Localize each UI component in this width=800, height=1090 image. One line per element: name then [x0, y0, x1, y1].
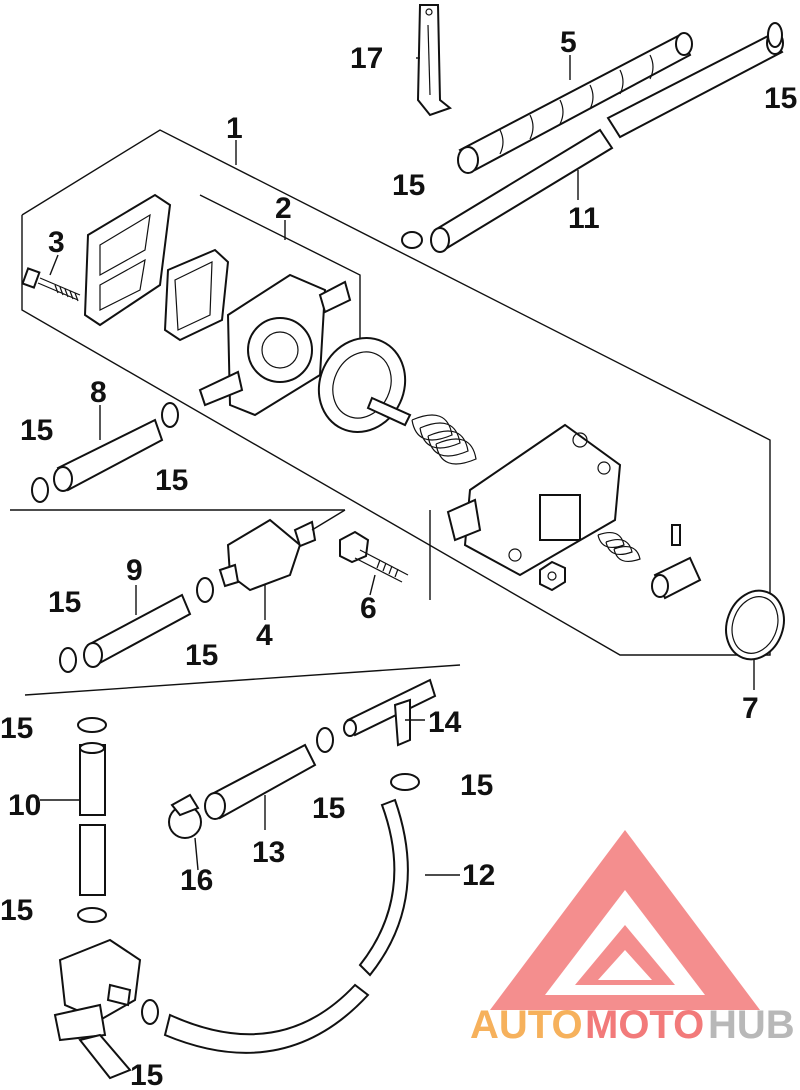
clip-15-e — [196, 577, 214, 603]
callout-15-j: 15 — [460, 769, 493, 802]
part-10-tube — [79, 742, 106, 896]
part-pump-cover — [446, 423, 622, 577]
callout-10: 10 — [8, 789, 41, 822]
callout-7: 7 — [742, 692, 759, 725]
part-gasket-2 — [163, 248, 230, 342]
callout-15-d: 15 — [155, 464, 188, 497]
callout-2: 2 — [275, 192, 292, 225]
callout-11: 11 — [568, 202, 600, 235]
callout-17: 17 — [350, 42, 383, 75]
part-nut — [539, 560, 566, 592]
callout-15-b: 15 — [392, 169, 425, 202]
callout-9: 9 — [126, 554, 143, 587]
callout-13: 13 — [252, 836, 285, 869]
callout-15-i: 15 — [312, 792, 345, 825]
callout-15-h: 15 — [0, 894, 33, 927]
part-5-sleeve — [457, 32, 693, 174]
callout-3: 3 — [48, 226, 65, 259]
part-8-tube — [53, 418, 164, 492]
callout-15-f: 15 — [185, 639, 218, 672]
callout-16: 16 — [180, 864, 213, 897]
part-diaphragm — [317, 337, 412, 433]
clip-15-h — [77, 907, 107, 923]
callout-4: 4 — [256, 619, 273, 652]
callout-15-k: 15 — [130, 1059, 163, 1090]
part-12-hose — [163, 798, 409, 1054]
clip-15-b — [401, 231, 423, 249]
part-fuel-cock — [53, 938, 142, 1080]
watermark-hub: HUB — [708, 1003, 795, 1047]
watermark-logo — [490, 830, 760, 1010]
part-2-pump-body — [198, 273, 352, 417]
clip-15-k — [141, 999, 159, 1025]
watermark-auto: AUTO — [470, 1003, 583, 1047]
part-spring-large — [411, 414, 477, 465]
callout-12: 12 — [462, 859, 495, 892]
callout-15-g: 15 — [0, 712, 33, 745]
part-17-bracket — [416, 4, 453, 117]
leader-lines — [40, 55, 755, 876]
part-gasket-plate — [83, 193, 172, 327]
clip-15-g — [77, 717, 107, 733]
clip-15-i — [316, 727, 334, 753]
clip-15-group — [31, 22, 783, 1025]
callout-14: 14 — [428, 706, 462, 739]
part-13-tube — [204, 743, 317, 820]
callout-15-e: 15 — [48, 586, 81, 619]
callout-labels: 1 2 3 4 5 6 7 8 9 10 11 12 13 14 16 17 1… — [0, 26, 797, 1090]
clip-15-c — [31, 477, 49, 503]
callout-5: 5 — [560, 26, 577, 59]
part-6-bolt — [339, 530, 409, 583]
part-7-o-ring — [725, 589, 785, 661]
part-spring-small — [597, 532, 641, 562]
watermark-moto: MOTO — [585, 1003, 704, 1047]
clip-15-j — [390, 773, 420, 791]
callout-6: 6 — [360, 592, 377, 625]
callout-15-a: 15 — [764, 82, 797, 115]
part-valve-cap — [651, 556, 702, 600]
part-9-tube — [83, 593, 192, 668]
clip-15-d — [161, 402, 179, 428]
part-14-t-fitting — [343, 678, 437, 747]
part-pin — [671, 524, 681, 546]
watermark-text: AUTO MOTO HUB — [470, 1003, 795, 1047]
clip-15-f — [59, 647, 77, 673]
separator-lines — [10, 509, 461, 696]
part-16-clamp — [168, 793, 202, 839]
callout-15-c: 15 — [20, 414, 53, 447]
part-4-fuel-filter — [218, 509, 346, 592]
callout-8: 8 — [90, 376, 107, 409]
clip-15-a — [767, 22, 783, 48]
part-3-bolt — [21, 267, 81, 302]
callout-1: 1 — [226, 112, 243, 145]
assembly-outline-1 — [21, 129, 771, 656]
